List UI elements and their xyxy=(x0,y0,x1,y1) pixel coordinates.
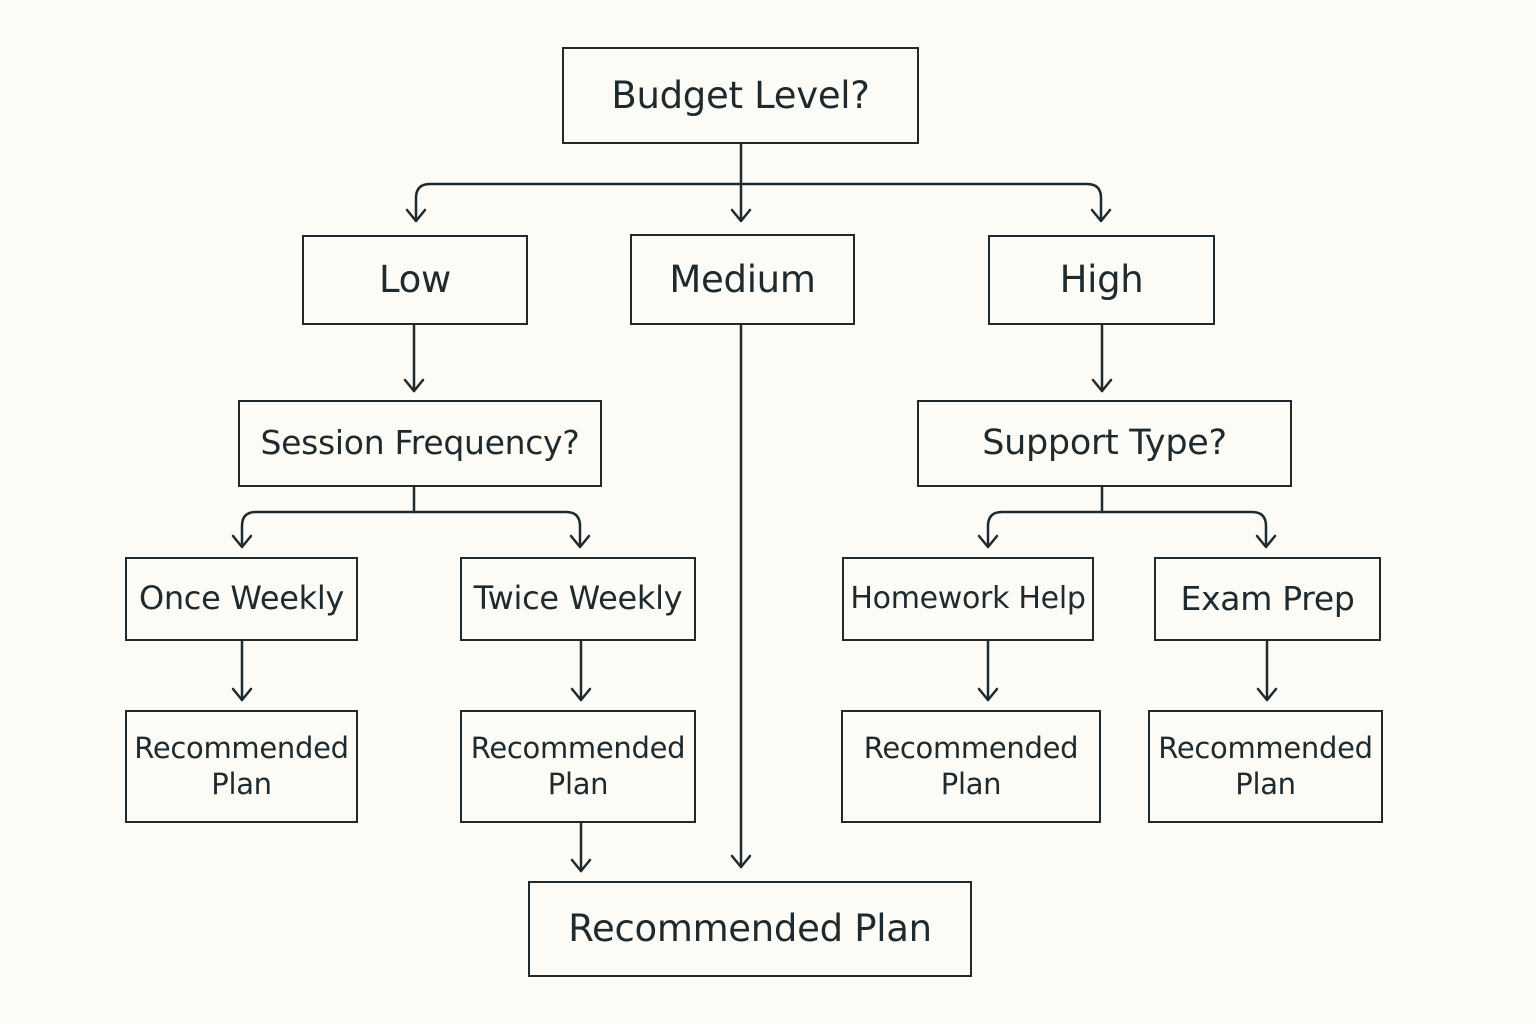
node-plan-exam-prep: Recommended Plan xyxy=(1148,710,1383,823)
arrowhead-to-plan-once-weekly xyxy=(231,687,253,702)
node-plan-once-weekly: Recommended Plan xyxy=(125,710,358,823)
arrowhead-to-exam-prep xyxy=(1255,534,1277,549)
arrowhead-to-low xyxy=(405,208,427,223)
arrowhead-to-session-frequency xyxy=(403,378,425,393)
arrowhead-to-medium xyxy=(730,208,752,223)
node-twice-weekly: Twice Weekly xyxy=(460,557,696,641)
node-exam-prep: Exam Prep xyxy=(1154,557,1381,641)
arrowhead-to-plan-twice-weekly xyxy=(570,687,592,702)
arrowhead-to-support-type xyxy=(1091,378,1113,393)
node-low: Low xyxy=(302,235,528,325)
arrowhead-to-homework-help xyxy=(977,534,999,549)
arrowhead-to-plan-homework-help xyxy=(977,687,999,702)
arrowhead-to-once-weekly xyxy=(231,534,253,549)
arrowhead-to-plan-final-left xyxy=(570,858,592,873)
node-budget-level: Budget Level? xyxy=(562,47,919,144)
connector-support-type-bracket xyxy=(986,510,1268,548)
arrowhead-to-plan-final-center xyxy=(730,854,752,869)
node-plan-twice-weekly: Recommended Plan xyxy=(460,710,696,823)
connector-session-frequency-bracket xyxy=(240,510,582,548)
connector-budget-bracket xyxy=(414,182,1103,221)
node-high: High xyxy=(988,235,1215,325)
node-support-type: Support Type? xyxy=(917,400,1292,487)
node-plan-final: Recommended Plan xyxy=(528,881,972,977)
node-medium: Medium xyxy=(630,234,855,325)
node-once-weekly: Once Weekly xyxy=(125,557,358,641)
arrowhead-to-plan-exam-prep xyxy=(1256,687,1278,702)
node-plan-homework-help: Recommended Plan xyxy=(841,710,1101,823)
arrowhead-to-high xyxy=(1090,208,1112,223)
node-homework-help: Homework Help xyxy=(842,557,1094,641)
node-session-frequency: Session Frequency? xyxy=(238,400,602,487)
arrowhead-to-twice-weekly xyxy=(569,534,591,549)
